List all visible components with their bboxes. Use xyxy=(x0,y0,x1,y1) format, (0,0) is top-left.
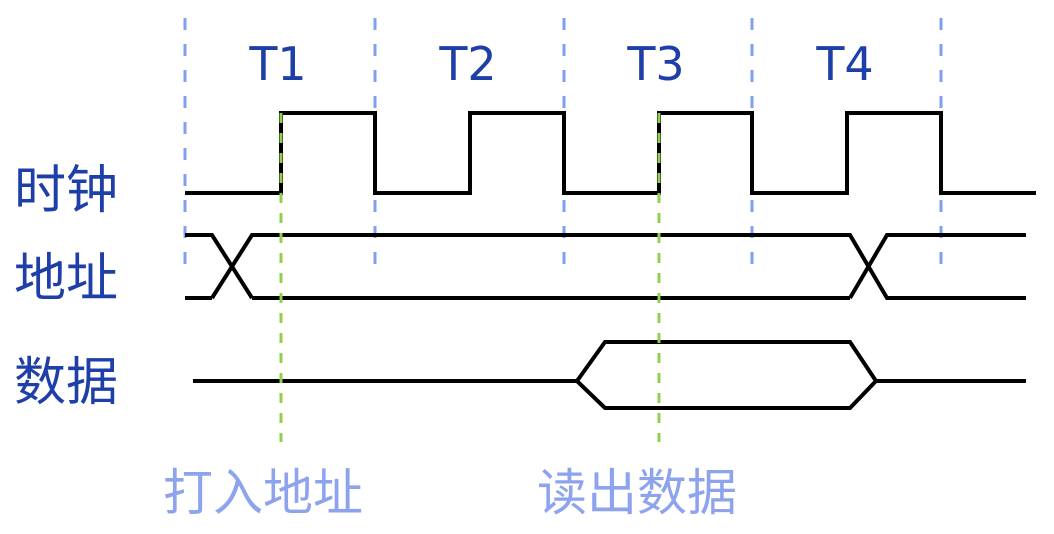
signal-label-clock: 时钟 xyxy=(14,161,118,221)
period-labels: T1 T2 T3 T4 xyxy=(248,37,873,91)
address-waveform xyxy=(185,233,1026,300)
period-label-t1: T1 xyxy=(248,37,306,91)
address-bus-top xyxy=(185,233,1026,300)
signal-label-address: 地址 xyxy=(14,249,118,309)
annotation-latch-address: 打入地址 xyxy=(163,464,363,522)
annotations: 打入地址 读出数据 xyxy=(163,464,737,522)
period-label-t2: T2 xyxy=(438,37,496,91)
annotation-read-data: 读出数据 xyxy=(537,464,737,522)
signal-labels: 时钟 地址 数据 xyxy=(14,161,118,413)
clock-waveform xyxy=(185,111,1036,195)
sample-lines xyxy=(279,113,661,442)
signal-label-data: 数据 xyxy=(14,353,118,413)
data-waveform xyxy=(193,340,1026,410)
period-label-t4: T4 xyxy=(815,37,873,91)
period-label-t3: T3 xyxy=(626,37,684,91)
